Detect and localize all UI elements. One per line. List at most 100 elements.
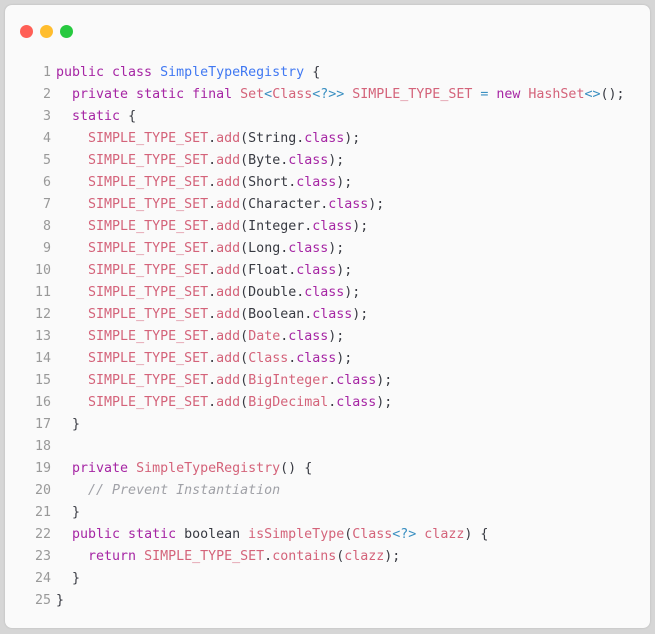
code-token: (); (600, 87, 625, 102)
code-line: 15 SIMPLE_TYPE_SET.add(BigInteger.class)… (29, 370, 625, 392)
code-token: ( (240, 351, 249, 366)
code-token: < (264, 87, 273, 102)
code-line: 22 public static boolean isSimpleType(Cl… (29, 524, 625, 546)
line-text: } (56, 568, 80, 590)
line-number: 22 (34, 527, 51, 542)
code-token: class (312, 219, 353, 234)
line-text: SIMPLE_TYPE_SET.add(Long.class); (56, 238, 344, 260)
close-dot-icon (20, 25, 33, 38)
code-token: SIMPLE_TYPE_SET (344, 87, 473, 102)
code-token: ); (336, 175, 353, 190)
code-line: 19 private SimpleTypeRegistry() { (29, 458, 625, 480)
code-token (56, 527, 72, 542)
code-token (56, 87, 72, 102)
code-line: 18 (29, 436, 625, 458)
code-token: ( (240, 329, 249, 344)
code-token (56, 395, 88, 410)
code-token (56, 219, 88, 234)
line-text: SIMPLE_TYPE_SET.add(Short.class); (56, 172, 352, 194)
code-token: . (328, 373, 337, 388)
code-token: return (88, 549, 145, 564)
code-token: <> (584, 87, 601, 102)
code-token (56, 241, 88, 256)
code-token: class (288, 241, 329, 256)
code-line: 4 SIMPLE_TYPE_SET.add(String.class); (29, 128, 625, 150)
code-token: . (208, 307, 217, 322)
line-number: 19 (34, 461, 51, 476)
code-token (56, 285, 88, 300)
code-token: <?>> (312, 87, 345, 102)
code-token: BigDecimal (248, 395, 329, 410)
code-token: ); (344, 285, 361, 300)
code-token: ) { (464, 527, 489, 542)
code-token: clazz (416, 527, 465, 542)
line-text: SIMPLE_TYPE_SET.add(Double.class); (56, 282, 360, 304)
code-token: ( (240, 395, 249, 410)
code-token: class (328, 197, 369, 212)
code-token: } (56, 571, 81, 586)
line-number: 2 (42, 87, 51, 102)
code-token: static (72, 109, 121, 124)
code-token: add (216, 263, 241, 278)
code-token: add (216, 285, 241, 300)
code-token: (Character. (240, 197, 329, 212)
code-line: 2 private static final Set<Class<?>> SIM… (29, 84, 625, 106)
code-token: SIMPLE_TYPE_SET (88, 219, 209, 234)
code-token: class (296, 263, 337, 278)
code-line: 6 SIMPLE_TYPE_SET.add(Short.class); (29, 172, 625, 194)
line-number: 4 (42, 131, 51, 146)
code-token: . (328, 395, 337, 410)
code-token: . (208, 329, 217, 344)
code-token: add (216, 395, 241, 410)
code-token: SIMPLE_TYPE_SET (88, 329, 209, 344)
code-token: ( (336, 549, 345, 564)
code-token (56, 263, 88, 278)
code-line: 23 return SIMPLE_TYPE_SET.contains(clazz… (29, 546, 625, 568)
code-token: public static (72, 527, 185, 542)
code-token: . (208, 175, 217, 190)
code-token: ); (328, 241, 345, 256)
code-token: SIMPLE_TYPE_SET (88, 373, 209, 388)
code-token: (Short. (240, 175, 297, 190)
line-text: } (56, 502, 80, 524)
code-token: Class (352, 527, 393, 542)
code-line: 3 static { (29, 106, 625, 128)
code-token: ); (376, 373, 393, 388)
code-line: 12 SIMPLE_TYPE_SET.add(Boolean.class); (29, 304, 625, 326)
line-number: 18 (34, 439, 51, 454)
line-number: 20 (34, 483, 51, 498)
code-line: 7 SIMPLE_TYPE_SET.add(Character.class); (29, 194, 625, 216)
code-line: 20 // Prevent Instantiation (29, 480, 625, 502)
code-token: isSimpleType (248, 527, 345, 542)
code-token (56, 109, 72, 124)
code-token: SIMPLE_TYPE_SET (88, 263, 209, 278)
code-token: Class (272, 87, 313, 102)
code-token: SIMPLE_TYPE_SET (88, 285, 209, 300)
code-line: 8 SIMPLE_TYPE_SET.add(Integer.class); (29, 216, 625, 238)
line-text: SIMPLE_TYPE_SET.add(BigDecimal.class); (56, 392, 392, 414)
line-text: // Prevent Instantiation (56, 480, 280, 502)
zoom-dot-icon (60, 25, 73, 38)
code-token: // Prevent Instantiation (88, 483, 281, 498)
line-number: 13 (34, 329, 51, 344)
line-number: 17 (34, 417, 51, 432)
line-text: SIMPLE_TYPE_SET.add(BigInteger.class); (56, 370, 392, 392)
code-token: class (304, 131, 345, 146)
code-token: SimpleTypeRegistry (136, 461, 281, 476)
code-line: 11 SIMPLE_TYPE_SET.add(Double.class); (29, 282, 625, 304)
code-token: private static final (72, 87, 241, 102)
code-token: add (216, 351, 241, 366)
code-line: 10 SIMPLE_TYPE_SET.add(Float.class); (29, 260, 625, 282)
window-controls (20, 25, 73, 38)
code-line: 24 } (29, 568, 625, 590)
line-text: SIMPLE_TYPE_SET.add(Byte.class); (56, 150, 344, 172)
line-text: } (56, 590, 64, 612)
code-token: Class (248, 351, 289, 366)
code-token: SIMPLE_TYPE_SET (88, 395, 209, 410)
line-number: 21 (34, 505, 51, 520)
line-number: 12 (34, 307, 51, 322)
code-token: SIMPLE_TYPE_SET (88, 307, 209, 322)
line-number: 3 (42, 109, 51, 124)
